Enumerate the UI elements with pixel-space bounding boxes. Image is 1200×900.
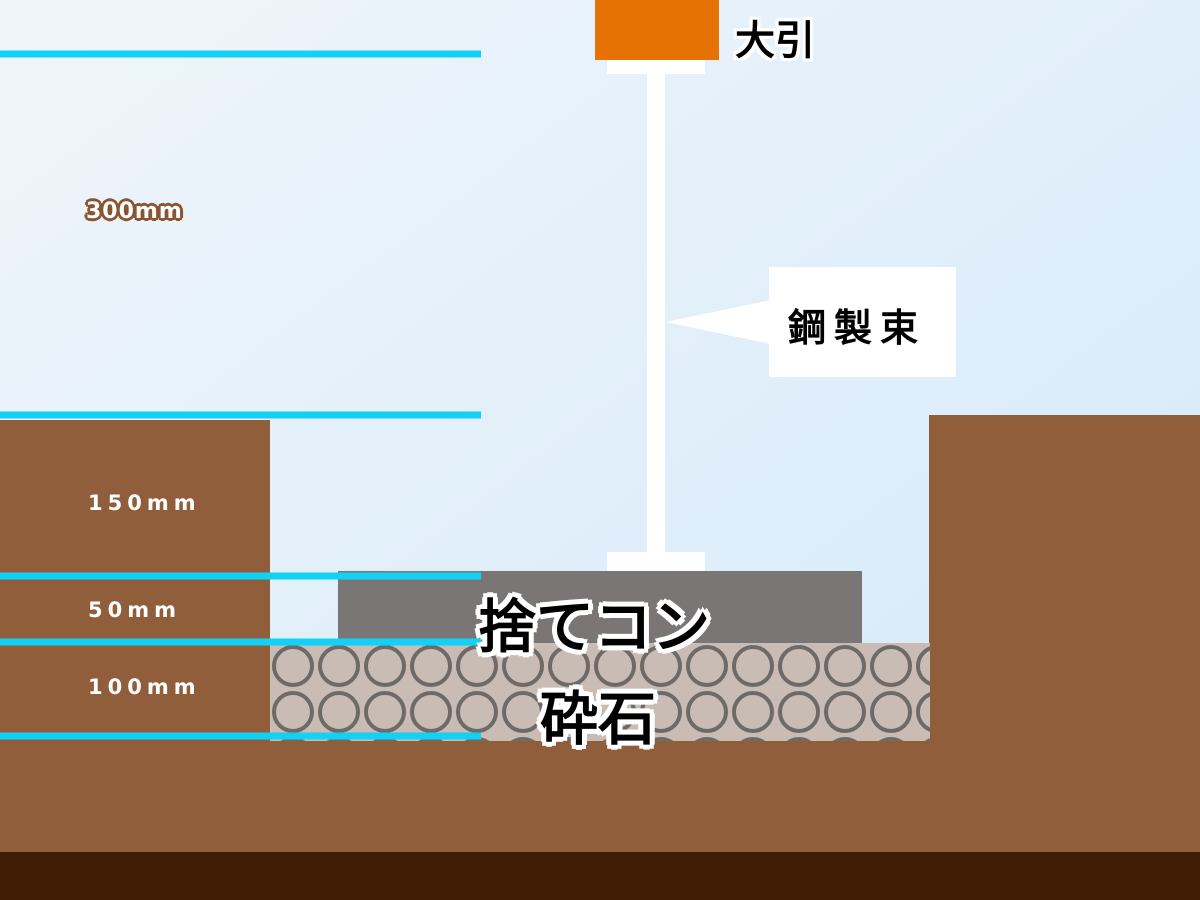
callout-box (769, 267, 956, 377)
beam-block (595, 0, 719, 60)
dimension-lines (0, 50, 481, 740)
dimension-label-100mm: 100mm (88, 675, 201, 699)
soil-bottom-layer (0, 740, 1200, 855)
gravel-layer (270, 643, 930, 741)
dimension-label-300mm: 300mm (86, 199, 183, 224)
post-base-plate (607, 552, 705, 571)
gravel-label: 砕石 (540, 685, 657, 753)
soil-right-block (929, 415, 1200, 755)
deep-soil-layer (0, 852, 1200, 900)
post-top-plate (607, 58, 705, 74)
dimension-label-50mm: 50mm (88, 598, 181, 622)
callout-pointer (665, 300, 771, 344)
steel-post-shaft (647, 72, 665, 554)
post-label: 鋼製束 (788, 306, 927, 350)
dimension-label-150mm: 150mm (88, 491, 201, 515)
soil-left-block (0, 420, 270, 750)
concrete-label: 捨てコン (478, 593, 711, 661)
concrete-slab (338, 571, 862, 643)
beam-label: 大引 (735, 18, 815, 64)
